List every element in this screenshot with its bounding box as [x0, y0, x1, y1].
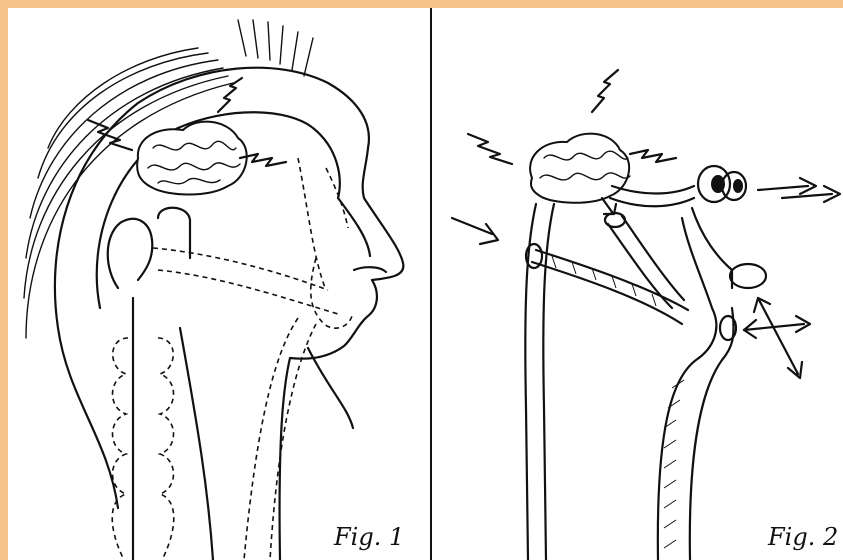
mouth-opening: [730, 264, 766, 288]
tube-hatching: [664, 380, 684, 548]
dashed-airways: [112, 158, 352, 560]
brain: [137, 122, 247, 195]
figure-1-panel: Fig. 1: [8, 8, 430, 560]
brain: [530, 134, 630, 203]
figure-1-label: Fig. 1: [334, 523, 404, 551]
nostril: [354, 267, 386, 272]
throat-line: [308, 348, 353, 428]
head-profile-drawing: [8, 8, 430, 560]
schematic-drawing: [432, 8, 843, 560]
eyes: [698, 166, 746, 202]
ear: [108, 219, 153, 288]
figure-2-panel: Fig. 2: [432, 8, 843, 560]
main-tube: [692, 208, 732, 288]
optic-nerve: [612, 186, 694, 194]
neck-inner-line: [180, 328, 213, 560]
figure-2-label: Fig. 2: [768, 523, 838, 551]
illustration-sheet: Fig. 1: [8, 8, 843, 560]
optic-nerve-lower: [610, 198, 694, 206]
